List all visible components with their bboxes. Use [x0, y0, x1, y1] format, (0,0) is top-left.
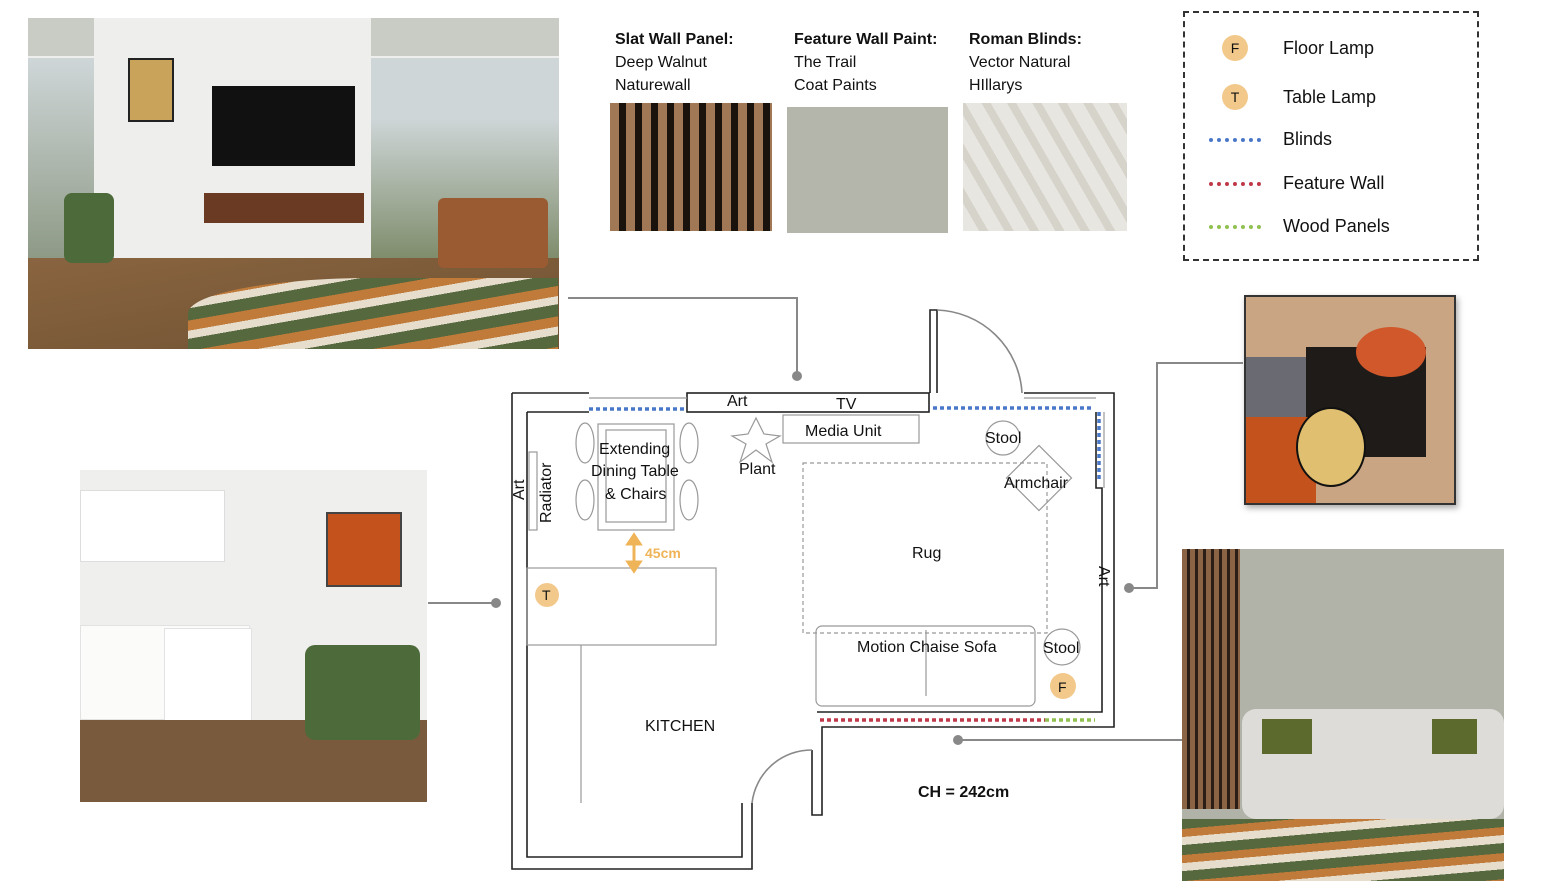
label-radiator: Radiator	[538, 462, 555, 523]
material-roman-blinds: Roman Blinds: Vector Natural HIllarys	[969, 28, 1082, 97]
green-dotted-line-icon	[1209, 224, 1261, 229]
walnut-slat-swatch	[610, 103, 772, 231]
legend: F Floor Lamp T Table Lamp Blinds Feature W…	[1183, 11, 1479, 261]
blue-dotted-line-icon	[1209, 137, 1261, 142]
wall-markers	[589, 406, 1101, 722]
label-dining-3: & Chairs	[605, 486, 666, 503]
blind-fabric-swatch	[963, 103, 1127, 231]
label-tv: TV	[836, 396, 857, 413]
material-brand: HIllarys	[969, 77, 1023, 94]
label-art-left: Art	[511, 479, 528, 500]
legend-label: Floor Lamp	[1283, 37, 1375, 58]
label-media-unit: Media Unit	[805, 423, 882, 440]
table-lamp-marker: T	[542, 587, 551, 603]
label-art-top: Art	[727, 393, 748, 410]
abstract-artwork	[1244, 295, 1456, 505]
connector-lines	[428, 297, 1243, 741]
label-kitchen: KITCHEN	[645, 718, 715, 735]
material-name: Deep Walnut	[615, 54, 707, 71]
label-gap: 45cm	[645, 545, 681, 561]
material-title: Roman Blinds:	[969, 31, 1082, 48]
walls	[511, 309, 1115, 870]
label-ceiling-height: CH = 242cm	[918, 784, 1009, 801]
living-room-render	[28, 18, 559, 349]
legend-feature-wall: Feature Wall	[1205, 173, 1384, 194]
red-dotted-line-icon	[1209, 181, 1261, 186]
material-title: Feature Wall Paint:	[794, 31, 938, 48]
label-dining-2: Dining Table	[591, 463, 679, 480]
material-title: Slat Wall Panel:	[615, 31, 734, 48]
label-art-right: Art	[1095, 566, 1112, 587]
paint-swatch	[787, 107, 948, 233]
label-rug: Rug	[912, 545, 941, 562]
legend-label: Feature Wall	[1283, 173, 1385, 193]
material-slat-wall: Slat Wall Panel: Deep Walnut Naturewall	[615, 28, 734, 97]
label-sofa: Motion Chaise Sofa	[857, 639, 997, 656]
legend-wood-panels: Wood Panels	[1205, 216, 1390, 237]
label-armchair: Armchair	[1004, 475, 1069, 492]
label-stool: Stool	[985, 430, 1021, 447]
material-name: The Trail	[794, 54, 857, 71]
sofa-render	[1182, 549, 1504, 881]
legend-table-lamp: T Table Lamp	[1205, 84, 1376, 110]
floor-lamp-icon: F	[1222, 35, 1248, 61]
legend-blinds: Blinds	[1205, 129, 1332, 150]
label-stool-2: Stool	[1043, 640, 1079, 657]
material-name: Vector Natural	[969, 54, 1071, 71]
material-feature-paint: Feature Wall Paint: The Trail Coat Paint…	[794, 28, 937, 97]
legend-label: Table Lamp	[1283, 86, 1377, 107]
label-dining-1: Extending	[599, 441, 670, 458]
legend-label: Blinds	[1283, 129, 1333, 149]
material-brand: Coat Paints	[794, 77, 877, 94]
kitchen-dining-render	[80, 470, 427, 802]
floor-lamp-marker: F	[1058, 679, 1067, 695]
legend-label: Wood Panels	[1283, 216, 1390, 236]
material-brand: Naturewall	[615, 77, 691, 94]
legend-floor-lamp: F Floor Lamp	[1205, 35, 1374, 61]
label-plant: Plant	[739, 461, 776, 478]
table-lamp-icon: T	[1222, 84, 1248, 110]
